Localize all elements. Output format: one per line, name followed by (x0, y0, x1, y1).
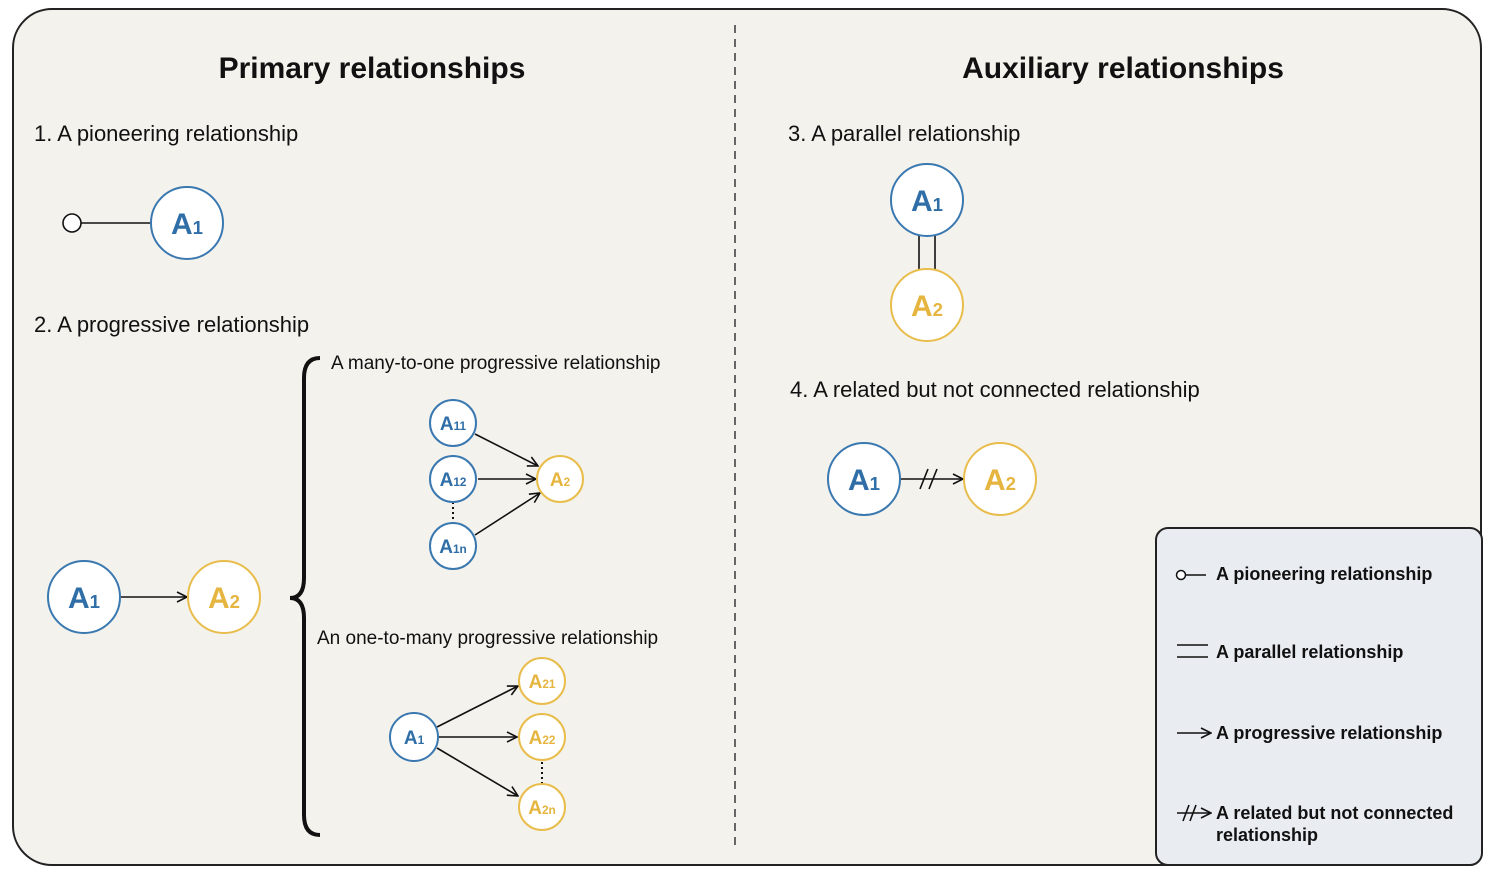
legend-label: A related but not connected (1216, 803, 1453, 823)
parallel-example: A1 A2 (890, 163, 964, 342)
node-label: A2n (528, 798, 555, 819)
progressive-arrow (474, 433, 538, 466)
node-label: A1 (848, 464, 880, 497)
node-label: A1 (68, 582, 100, 615)
legend-label: relationship (1216, 825, 1318, 845)
pioneering-section-label: 1. A pioneering relationship (34, 121, 298, 146)
node-label: A2 (208, 582, 240, 615)
node-label: A1n (439, 537, 466, 558)
progressive-arrow (436, 747, 518, 796)
node-a1: A1 (150, 186, 224, 260)
legend-item-pioneering: A pioneering relationship (1175, 564, 1432, 584)
node-a1: A1 (890, 163, 964, 237)
node-a2: A2 (187, 560, 261, 634)
legend-item-progressive: A progressive relationship (1177, 723, 1442, 743)
node-a22: A22 (518, 713, 566, 761)
legend-label: A pioneering relationship (1216, 564, 1432, 584)
node-a2: A2 (963, 442, 1037, 516)
progressive-arrow (474, 493, 540, 536)
legend-item-related: A related but not connected relationship (1177, 803, 1453, 845)
primary-heading: Primary relationships (219, 52, 526, 85)
one-to-many-label: An one-to-many progressive relationship (317, 628, 658, 649)
progressive-section-label: 2. A progressive relationship (34, 312, 309, 337)
pioneer-start-point (62, 213, 82, 233)
node-a21: A21 (518, 657, 566, 705)
node-a2: A2 (536, 455, 584, 503)
legend-item-parallel: A parallel relationship (1177, 642, 1403, 662)
related-section-label: 4. A related but not connected relations… (790, 377, 1200, 402)
parallel-section-label: 3. A parallel relationship (788, 121, 1020, 146)
pioneering-symbol (1175, 569, 1187, 581)
node-a2: A2 (890, 268, 964, 342)
node-label: A12 (440, 470, 467, 491)
node-a1: A1 (47, 560, 121, 634)
progressive-arrow (436, 686, 518, 728)
pioneering-example: A1 (62, 186, 224, 260)
node-label: A1 (911, 185, 943, 218)
auxiliary-heading: Auxiliary relationships (962, 52, 1284, 85)
node-label: A21 (529, 672, 556, 693)
legend-box (1155, 527, 1483, 866)
one-to-many-example: A1 A21 A22 A2n (389, 657, 566, 831)
node-a1n: A1n (429, 522, 477, 570)
node-label: A2 (550, 470, 571, 491)
node-a12: A12 (429, 455, 477, 503)
node-label: A2 (911, 290, 943, 323)
many-to-one-label: A many-to-one progressive relationship (331, 353, 661, 374)
legend-label: A parallel relationship (1216, 642, 1403, 662)
related-example: A1 A2 (827, 442, 1037, 516)
node-a1: A1 (827, 442, 901, 516)
many-to-one-example: A11 A12 A1n A2 (429, 399, 584, 570)
node-label: A2 (984, 464, 1016, 497)
progressive-example: A1 A2 (47, 560, 261, 634)
legend: A pioneering relationship A parallel rel… (1155, 527, 1483, 866)
slash-mark (919, 468, 929, 490)
slash-mark (928, 468, 938, 490)
slash-mark (1189, 804, 1197, 822)
node-a11: A11 (429, 399, 477, 447)
slash-mark (1182, 804, 1190, 822)
node-a2n: A2n (518, 783, 566, 831)
node-a1: A1 (389, 712, 439, 762)
node-label: A1 (404, 728, 425, 749)
node-label: A1 (171, 208, 203, 241)
node-label: A22 (529, 728, 556, 749)
grouping-brace (289, 356, 321, 837)
node-label: A11 (440, 414, 467, 435)
legend-label: A progressive relationship (1216, 723, 1442, 743)
